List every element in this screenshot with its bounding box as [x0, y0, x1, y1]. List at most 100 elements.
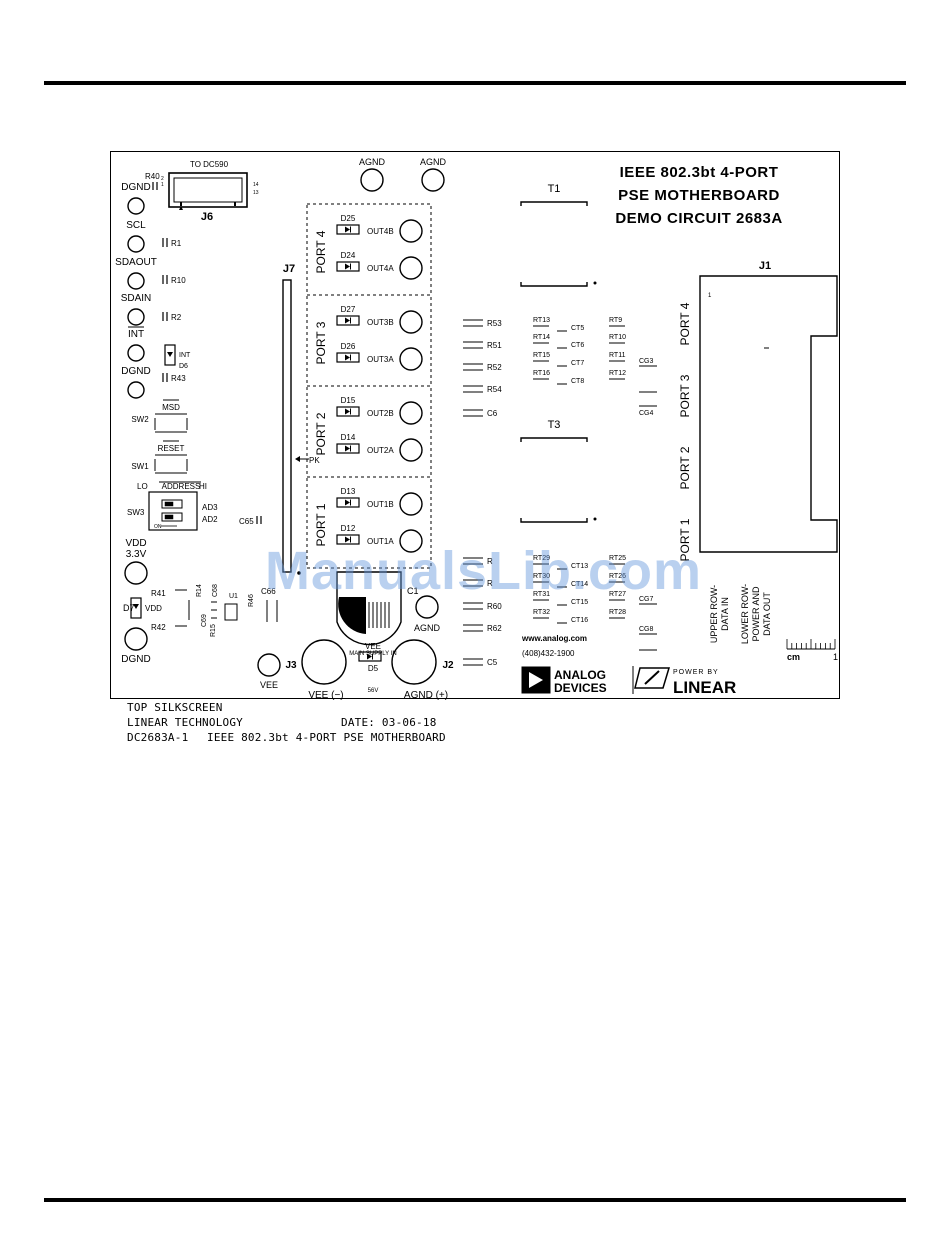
linear-logo-text: LINEAR — [673, 678, 736, 697]
left-resistor-label-2: R2 — [171, 313, 182, 322]
mid-res-bot-label-1: R — [487, 579, 493, 588]
port-box-1 — [306, 476, 432, 569]
vdd-small-label: VDD — [145, 604, 162, 613]
sw3-switch-2 — [161, 512, 183, 522]
d7-label: D7 — [123, 603, 135, 613]
left-testpoint-2 — [127, 235, 145, 253]
ct-top-label-1: CT6 — [571, 342, 584, 349]
ct-bot-label-0: CT13 — [571, 563, 588, 570]
port-diode-bot-3-body — [336, 352, 360, 363]
port-diode-bot-1-body — [336, 534, 360, 545]
transformer-bottom-1 — [520, 282, 588, 287]
c66-label: C66 — [261, 587, 276, 596]
address-label: ADDRESS — [162, 482, 201, 491]
rt-top-left-1-label: RT14 — [533, 334, 550, 341]
c1-outline — [336, 571, 402, 646]
ct-bot-label-3: CT16 — [571, 617, 588, 624]
mid-res-top-label-4: C6 — [487, 409, 498, 418]
port-diode-bot-label-3: D26 — [341, 342, 356, 351]
dgnd-bottom-label: DGND — [121, 654, 150, 665]
port-out-top-label-3: OUT3B — [367, 318, 394, 327]
port-out-bot-testpoint-4 — [399, 256, 423, 280]
rt-bot-right-0-label: RT25 — [609, 555, 626, 562]
rt-top-left-2-label: RT15 — [533, 352, 550, 359]
left-resistor-label-1: R10 — [171, 276, 186, 285]
switch-label-1: RESET — [158, 444, 185, 453]
rt-top-right-1-label: RT10 — [609, 334, 626, 341]
transformer-bottom-3 — [520, 518, 588, 523]
sw3-switch-1 — [161, 499, 183, 509]
port-diode-top-1-arrow — [345, 499, 350, 506]
agnd-plus-label: AGND (+) — [404, 690, 448, 700]
ct-top-label-3: CT8 — [571, 378, 584, 385]
c68-label: C68 — [212, 584, 219, 597]
rt-top-left-0-label: RT13 — [533, 317, 550, 324]
transformer-pin1-1 — [593, 281, 597, 285]
port-diode-top-label-3: D27 — [341, 305, 356, 314]
port-out-top-testpoint-3 — [399, 310, 423, 334]
mid-res-bot-label-2: R60 — [487, 602, 502, 611]
r42-label: R42 — [151, 623, 166, 632]
pk-arrow-head — [295, 456, 300, 462]
d5-arrow — [367, 653, 372, 660]
vee-left-label: VEE — [260, 680, 278, 690]
port-diode-bot-1-arrow — [345, 536, 350, 543]
port-diode-top-2-arrow — [345, 408, 350, 415]
upper-row-label-1: UPPER ROW- — [709, 585, 719, 643]
switch-label-0: MSD — [162, 403, 180, 412]
port-out-bot-testpoint-3 — [399, 347, 423, 371]
j6-pin-14: 14 — [253, 182, 259, 188]
top-rule — [44, 81, 906, 85]
phone-number: (408)432-1900 — [522, 649, 575, 658]
d5-body — [358, 651, 382, 662]
left-testpoint-4 — [127, 308, 145, 326]
cg4-label: CG4 — [639, 410, 654, 417]
port-diode-bot-3-arrow — [345, 354, 350, 361]
upper-row-label-2: DATA IN — [720, 597, 730, 631]
left-testpoint-label-5: INT — [128, 329, 144, 340]
ct-bot-label-2: CT15 — [571, 599, 588, 606]
j2-pad — [391, 639, 437, 685]
j6-pin1-arrow — [179, 206, 183, 210]
port-diode-bot-label-1: D12 — [341, 524, 356, 533]
mid-res-bot-label-4: C5 — [487, 658, 498, 667]
j6-header-outline — [168, 172, 248, 208]
ad3-label: AD3 — [202, 503, 218, 512]
j7-pin1-dot — [297, 571, 301, 575]
agnd-mid-testpoint — [415, 595, 439, 619]
j6-pin-13: 13 — [253, 190, 259, 196]
transformer-top-1 — [520, 201, 588, 206]
left-testpoint-5 — [127, 344, 145, 362]
c1-label: C1 — [407, 586, 419, 596]
lower-row-label-3: DATA OUT — [762, 592, 772, 636]
rt-top-left-3-label: RT16 — [533, 370, 550, 377]
agnd-top-testpoint-2 — [421, 168, 445, 192]
j6-header-inner — [173, 177, 243, 203]
port-diode-bot-2-body — [336, 443, 360, 454]
rt-bot-left-0-label: RT29 — [533, 555, 550, 562]
right-port-label-1: PORT 4 — [678, 302, 692, 345]
vdd-label: VDD — [125, 538, 146, 549]
sw3-slider-1 — [164, 501, 174, 507]
rt-top-right-3-label: RT12 — [609, 370, 626, 377]
j3-pad — [301, 639, 347, 685]
board-title-line-1: IEEE 802.3bt 4-PORT — [620, 164, 779, 181]
rt-bot-left-2-label: RT31 — [533, 591, 550, 598]
port-diode-bot-4-body — [336, 261, 360, 272]
left-testpoint-label-6: DGND — [121, 366, 150, 377]
port-out-top-label-1: OUT1B — [367, 500, 394, 509]
transformer-pin1-3 — [593, 517, 597, 521]
transformer-label-3: T3 — [548, 419, 561, 431]
vdd-testpoint — [124, 561, 148, 585]
scale-unit-label: cm — [787, 652, 800, 662]
right-port-label-2: PORT 3 — [678, 374, 692, 417]
r41-label: R41 — [151, 589, 166, 598]
r15-label: R15 — [210, 624, 217, 637]
rt-bot-left-1-label: RT30 — [533, 573, 550, 580]
port-out-bot-testpoint-2 — [399, 438, 423, 462]
cg8-label: CG8 — [639, 626, 654, 633]
port-diode-bot-label-2: D14 — [341, 433, 356, 442]
